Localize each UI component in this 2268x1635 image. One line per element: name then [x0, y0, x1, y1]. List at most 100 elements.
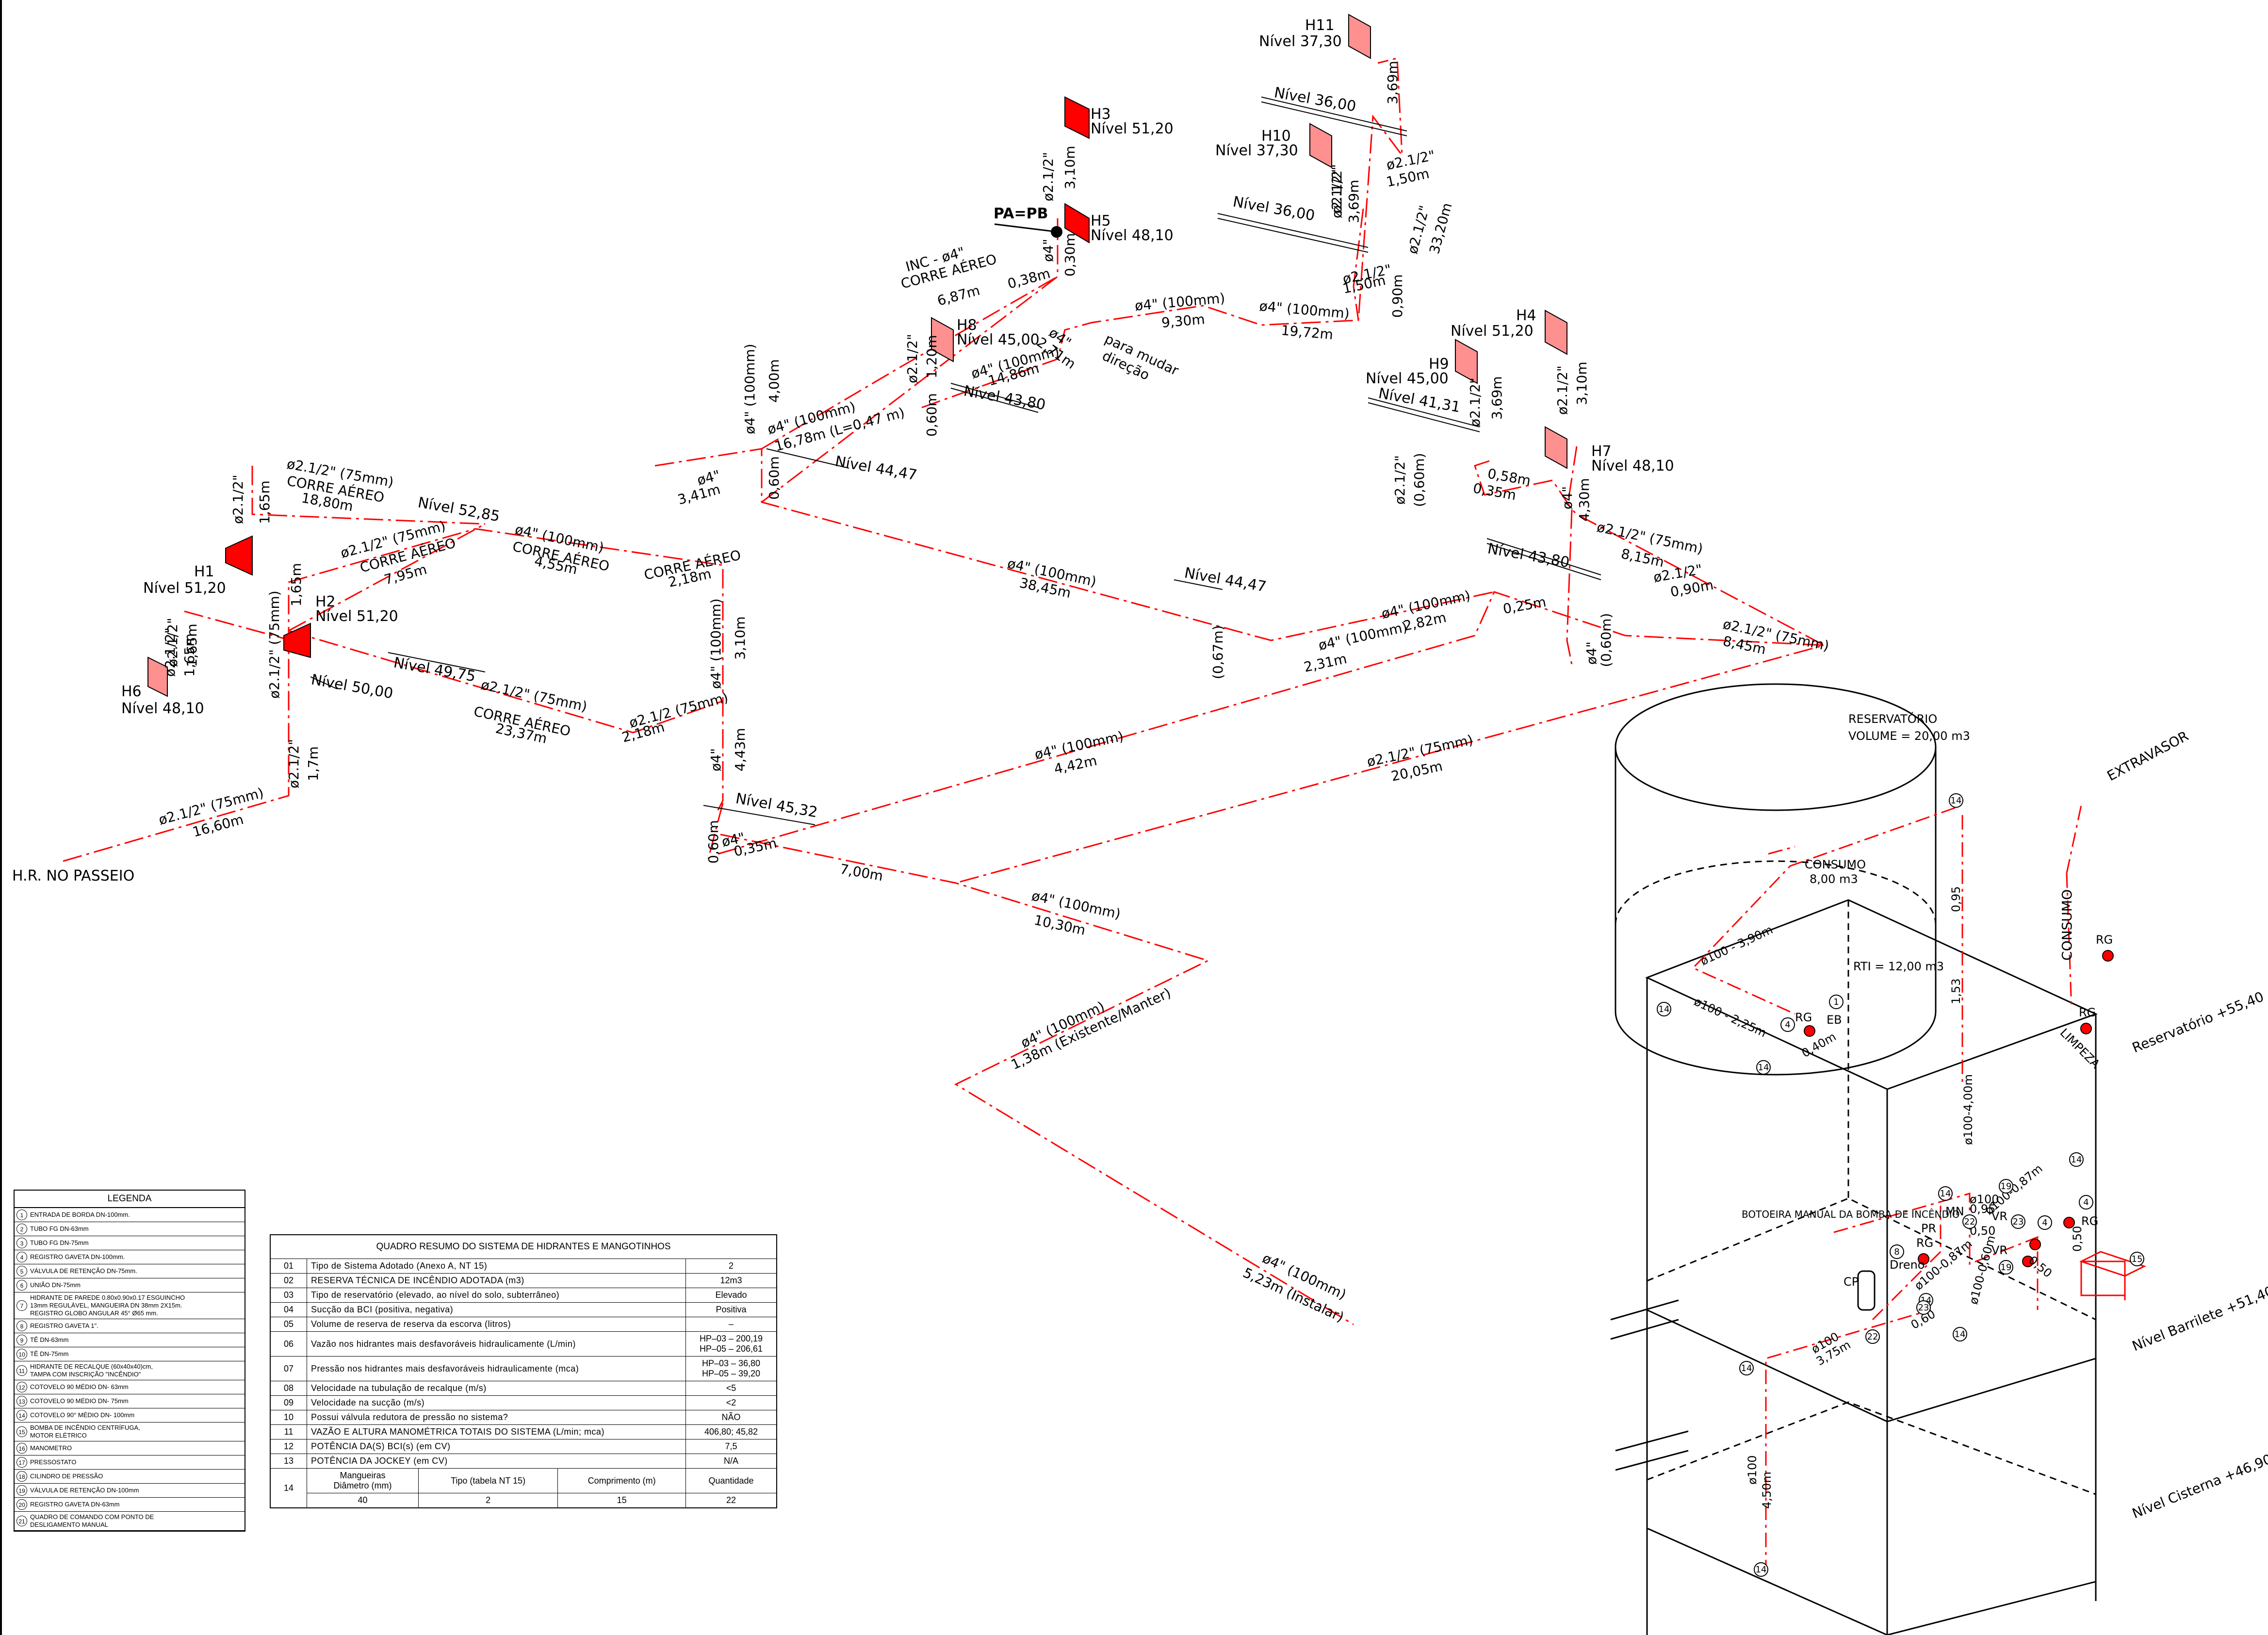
- drawing-label: 1,7m: [305, 746, 321, 781]
- legend-number-badge: 19: [16, 1485, 27, 1496]
- reservoir-drawing: [1610, 683, 2146, 1635]
- summary-row-value: <5: [685, 1381, 777, 1396]
- hydrant-h6-icon[interactable]: [147, 656, 168, 697]
- hydrant-h2-icon[interactable]: [283, 622, 311, 658]
- hydrant-h8-icon[interactable]: [931, 317, 954, 362]
- rg-valve-icon[interactable]: [1918, 1253, 1929, 1265]
- hydrant-h6-id: H6: [121, 683, 142, 700]
- drawing-label: RG: [2096, 933, 2113, 947]
- hydrant-h11-icon[interactable]: [1348, 14, 1371, 59]
- drawing-label: ø2.1/2": [164, 618, 180, 667]
- consumo-title: CONSUMO: [1805, 858, 1866, 871]
- rg-valve-icon[interactable]: [2063, 1217, 2075, 1228]
- legend-text: ENTRADA DE BORDA DN-100mm.: [30, 1211, 130, 1218]
- summary-table: QUADRO RESUMO DO SISTEMA DE HIDRANTES E …: [270, 1234, 777, 1508]
- rg-valve-icon[interactable]: [1804, 1025, 1815, 1037]
- summary-row-number: 09: [270, 1395, 307, 1410]
- legend-text: TUBO FG DN-63mm: [30, 1225, 89, 1232]
- summary-row-value: HP–03 – 200,19 HP–05 – 206,61: [685, 1331, 777, 1357]
- drawing-label: 8,15m: [1620, 546, 1666, 571]
- hydrant-h4-icon[interactable]: [1545, 310, 1567, 355]
- summary-row-number: 02: [270, 1273, 307, 1288]
- rg-valve-icon[interactable]: [2102, 950, 2114, 962]
- summary-row-question: Velocidade na sucção (m/s): [307, 1395, 686, 1410]
- hydrant-h5-level: Nível 48,10: [1091, 227, 1174, 244]
- hoses-quantity-header: Quantidade: [685, 1468, 777, 1493]
- legend-text: VÁLVULA DE RETENÇÃO DN-100mm: [30, 1487, 139, 1494]
- legend-number-badge: 15: [16, 1426, 27, 1437]
- pipe-labels: ø2.1/2" (75mm) CORRE AÉREO 18,80m ø2.1/2…: [157, 61, 1830, 1325]
- hydrant-h2-id: H2: [315, 593, 336, 610]
- drawing-label: 14: [2071, 1155, 2082, 1165]
- drawing-label: 23: [1918, 1303, 1929, 1313]
- legend-number-badge: 12: [16, 1382, 27, 1392]
- reservoir-title: RESERVATÓRIO: [1848, 711, 1937, 726]
- drawing-label: 2,31m: [1303, 651, 1349, 675]
- summary-row-value: N/A: [685, 1454, 777, 1469]
- legend-text: PRESSOSTATO: [30, 1458, 77, 1466]
- drawing-label: ø2.1/2": [1467, 377, 1483, 427]
- hydrant-h11-id: H11: [1305, 17, 1335, 34]
- drawing-label: ø4" (100mm): [742, 343, 758, 434]
- reservoir-pipes: [1692, 805, 2082, 1574]
- drawing-label: ø2.1/2": [1554, 365, 1570, 415]
- drawing-label: 19: [2001, 1181, 2012, 1192]
- hydrant-h4-level: Nível 51,20: [1451, 323, 1534, 340]
- drawing-label: ø2.1/2" (75mm): [266, 590, 282, 699]
- drawing-label: ø4" (100mm): [1258, 298, 1350, 322]
- rg-valve-icon[interactable]: [2080, 1023, 2092, 1034]
- drawing-label: ø2.1/2": [1040, 152, 1056, 201]
- nivel-barrilete-label: Nível Barrilete +51,40: [2130, 1283, 2268, 1354]
- hydrant-h7-level: Nível 48,10: [1591, 458, 1674, 474]
- summary-row-question: Velocidade na tubulação de recalque (m/s…: [307, 1381, 686, 1396]
- drawing-label: 1,65m: [181, 633, 197, 677]
- drawing-label: 3,69m: [1385, 61, 1401, 104]
- rti-volume: RTI = 12,00 m3: [1853, 960, 1944, 973]
- legend-number-badge: 11: [16, 1365, 27, 1376]
- hydrant-h8-id: H8: [957, 317, 977, 334]
- hydrant-h10-icon[interactable]: [1309, 123, 1332, 168]
- legend-number-badge: 4: [16, 1252, 27, 1262]
- drawing-label: ø100: [1970, 1193, 1999, 1206]
- summary-row-question: Vazão nos hidrantes mais desfavoráveis h…: [307, 1331, 686, 1357]
- hydrant-h1-icon[interactable]: [225, 535, 253, 576]
- drawing-label: 1,38m (Existente/Manter): [1009, 985, 1174, 1073]
- drawing-label: EB: [1827, 1013, 1842, 1027]
- summary-row-value: NÃO: [685, 1410, 777, 1425]
- summary-row-question: Sucção da BCI (positiva, negativa): [307, 1302, 686, 1317]
- hydrant-h1-id: H1: [194, 563, 214, 580]
- rg-valve-icon[interactable]: [2022, 1256, 2034, 1267]
- hydrant-h7-icon[interactable]: [1545, 426, 1567, 469]
- legend-number-badge: 21: [16, 1516, 27, 1526]
- drawing-label: Nível 43,80: [1486, 540, 1571, 571]
- hydrant-h3-icon[interactable]: [1064, 96, 1090, 139]
- pipe-network: [63, 57, 1825, 1325]
- drawing-label: 1,65m: [288, 563, 304, 606]
- drawing-label: ø2.1/2": [286, 739, 302, 788]
- drawing-label: (0,60m): [1411, 453, 1427, 507]
- hydrant-h5-id: H5: [1091, 213, 1111, 229]
- legend-number-badge: 10: [16, 1349, 27, 1359]
- drawing-label: ø2.1/2": [162, 627, 178, 677]
- summary-row-number: 13: [270, 1454, 307, 1469]
- extravasor-label: EXTRAVASOR: [2105, 728, 2191, 784]
- consumo-pipe-label: CONSUMO: [2059, 889, 2075, 961]
- drawing-label: RG: [1916, 1236, 1933, 1250]
- drawing-label: 1,65m: [184, 623, 200, 667]
- hydrant-h9-icon[interactable]: [1455, 339, 1478, 384]
- rg-valve-icon[interactable]: [2029, 1239, 2041, 1250]
- hydrant-h5-icon[interactable]: [1064, 203, 1090, 244]
- drawing-label: Nível 44,47: [834, 453, 918, 484]
- summary-row-value: 2: [685, 1259, 777, 1274]
- summary-row-value: 12m3: [685, 1273, 777, 1288]
- hoses-diameter-value: 40: [307, 1493, 419, 1508]
